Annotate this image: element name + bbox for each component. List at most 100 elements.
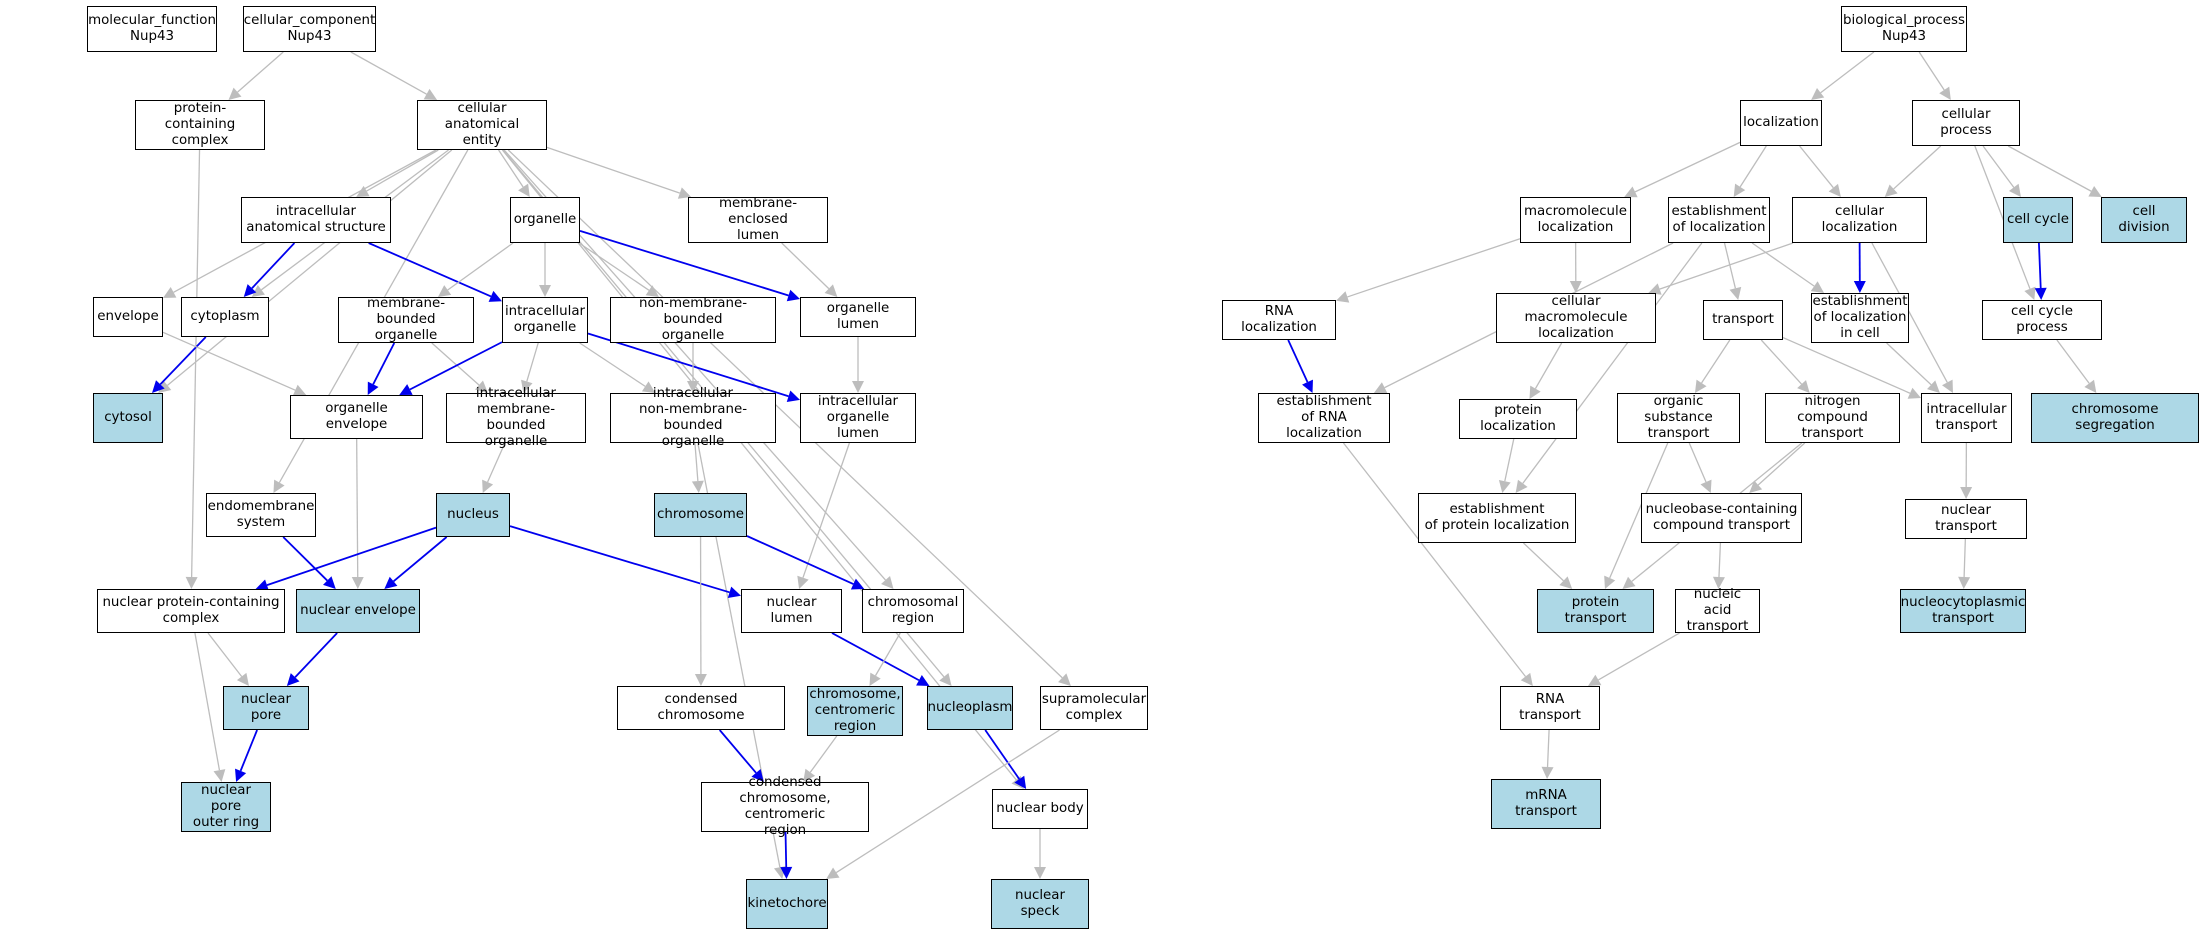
arrowhead-oe-to-ne (351, 576, 364, 589)
arrowhead-env-to-oe (292, 384, 307, 396)
arrowhead-mbo-to-imbo (474, 380, 488, 393)
edge-ne-to-np (294, 632, 338, 678)
node-cellular-macromolecule-localization[interactable]: cellular macromolecule localization (1496, 293, 1656, 343)
node-cell-cycle[interactable]: cell cycle (2003, 197, 2073, 243)
node-cellular-process[interactable]: cellular process (1912, 100, 2020, 146)
arrowhead-cae-to-env (163, 287, 177, 299)
arrowhead-cae-to-smc (1058, 673, 1071, 686)
node-nucleus[interactable]: nucleus (436, 493, 510, 537)
node-supramolecular-complex[interactable]: supramolecular complex (1040, 686, 1148, 730)
node-intracellular-membrane-bounded-organelle[interactable]: intracellular membrane-bounded organelle (446, 386, 586, 449)
node-molecular-function[interactable]: molecular_function Nup43 (87, 6, 217, 52)
edge-npcc-to-npor (194, 632, 221, 771)
arrowhead-epl-to-pt (1559, 576, 1573, 589)
node-protein-localization[interactable]: protein localization (1459, 399, 1577, 439)
edge-ias-to-cyto (251, 242, 296, 289)
edge-eol-to-epl (1522, 242, 1703, 484)
node-nucleocytoplasmic-transport[interactable]: nucleocytoplasmic transport (1900, 589, 2026, 633)
node-macromolecule-localization[interactable]: macromolecule localization (1520, 197, 1631, 243)
node-cytoplasm[interactable]: cytoplasm (181, 297, 269, 337)
edge-cc-to-pcc (237, 51, 284, 93)
arrowhead-io-to-iol (786, 390, 800, 402)
node-organelle[interactable]: organelle (510, 197, 580, 243)
arrowhead-org-to-nmbo (645, 285, 659, 297)
node-intracellular-organelle-lumen[interactable]: intracellular organelle lumen (800, 393, 916, 443)
node-establishment-of-localization-in-cell[interactable]: establishment of localization in cell (1811, 293, 1909, 343)
node-rna-transport[interactable]: RNA transport (1500, 686, 1600, 730)
edge-nucleoplasm-to-nb (984, 729, 1021, 780)
node-establishment-of-localization[interactable]: establishment of localization (1668, 197, 1770, 243)
node-establishment-of-protein-localization[interactable]: establishment of protein localization (1418, 493, 1576, 543)
arrowhead-cyto-to-cytosol (152, 380, 165, 393)
node-endomembrane-system[interactable]: endomembrane system (206, 493, 316, 537)
node-non-membrane-bounded-organelle[interactable]: non-membrane-bounded organelle (610, 296, 776, 343)
arrowhead-eol-to-tr (1729, 286, 1742, 300)
arrowhead-loc-to-ml (1624, 186, 1638, 198)
edge-cae-to-mel (546, 146, 681, 194)
edge-bp-to-loc (1820, 51, 1875, 94)
node-intracellular-transport[interactable]: intracellular transport (1921, 393, 2012, 443)
arrowhead-nucleus-to-npcc (255, 579, 269, 591)
node-membrane-enclosed-lumen[interactable]: membrane-enclosed lumen (688, 196, 828, 243)
node-nitrogen-compound-transport[interactable]: nitrogen compound transport (1765, 393, 1900, 443)
node-protein-transport[interactable]: protein transport (1537, 589, 1654, 633)
node-intracellular-organelle[interactable]: intracellular organelle (502, 297, 588, 343)
node-chromosome-segregation[interactable]: chromosome segregation (2031, 393, 2199, 443)
node-cellular-anatomical-entity[interactable]: cellular anatomical entity (417, 100, 547, 150)
node-nuclear-protein-containing-complex[interactable]: nuclear protein-containing complex (97, 589, 285, 633)
node-protein-containing-complex[interactable]: protein-containing complex (135, 100, 265, 150)
node-chromosome-centromeric-region[interactable]: chromosome, centromeric region (807, 686, 903, 736)
node-intracellular-anatomical-structure[interactable]: intracellular anatomical structure (241, 197, 391, 243)
node-envelope[interactable]: envelope (93, 297, 163, 337)
node-nucleoplasm[interactable]: nucleoplasm (927, 686, 1013, 730)
edge-ccyc-to-ccp (2038, 242, 2042, 289)
node-nuclear-speck[interactable]: nuclear speck (991, 879, 1089, 929)
node-cytosol[interactable]: cytosol (93, 393, 163, 443)
node-organic-substance-transport[interactable]: organic substance transport (1617, 393, 1740, 443)
arrowhead-cccr-to-kin (780, 866, 793, 879)
arrowhead-cc-to-cae (423, 88, 438, 100)
node-chromosomal-region[interactable]: chromosomal region (862, 589, 964, 633)
arrowhead-cl-to-cml (1648, 283, 1662, 295)
node-chromosome[interactable]: chromosome (654, 493, 747, 537)
node-organelle-lumen[interactable]: organelle lumen (800, 297, 916, 337)
node-nucleic-acid-transport[interactable]: nucleic acid transport (1675, 587, 1760, 634)
node-localization[interactable]: localization (1740, 100, 1822, 146)
node-cell-cycle-process[interactable]: cell cycle process (1982, 300, 2102, 340)
arrowhead-tr-to-ost (1694, 379, 1707, 393)
node-nuclear-envelope[interactable]: nuclear envelope (296, 589, 420, 633)
arrowhead-ccyc-to-ccp (2034, 287, 2047, 300)
node-nucleobase-containing-compound-transport[interactable]: nucleobase-containing compound transport (1641, 493, 1802, 543)
node-establishment-of-rna-localization[interactable]: establishment of RNA localization (1258, 393, 1390, 443)
node-organelle-envelope[interactable]: organelle envelope (290, 395, 423, 439)
edge-tr-to-ost (1701, 339, 1731, 384)
arrowhead-cae-to-cytosol (158, 380, 172, 393)
node-cell-division[interactable]: cell division (2101, 197, 2187, 243)
edge-cp-to-cl (1893, 145, 1942, 190)
node-biological-process[interactable]: biological_process Nup43 (1841, 6, 1967, 52)
node-kinetochore[interactable]: kinetochore (746, 879, 828, 929)
node-cellular-component[interactable]: cellular_component Nup43 (243, 6, 376, 52)
node-membrane-bounded-organelle[interactable]: membrane-bounded organelle (338, 296, 474, 343)
edge-nat-to-rnat (1598, 632, 1680, 681)
edge-cc2-to-cccr (718, 729, 757, 774)
node-mrna-transport[interactable]: mRNA transport (1491, 779, 1601, 829)
arrowhead-nucleoplasm-to-nb (1014, 775, 1027, 789)
arrowhead-ol-to-iol (852, 381, 864, 393)
node-nuclear-transport[interactable]: nuclear transport (1905, 499, 2027, 539)
edge-cyto-to-cytosol (159, 336, 207, 385)
node-nuclear-pore-outer-ring[interactable]: nuclear pore outer ring (181, 782, 271, 832)
arrowhead-nt-to-nct2 (1958, 576, 1971, 589)
node-intracellular-non-membrane-bounded-organelle[interactable]: intracellular non-membrane-bounded organ… (610, 386, 776, 449)
node-condensed-chromosome-centromeric-region[interactable]: condensed chromosome, centromeric region (701, 775, 869, 838)
node-nuclear-pore[interactable]: nuclear pore (223, 686, 309, 730)
node-condensed-chromosome[interactable]: condensed chromosome (617, 686, 785, 730)
edge-erl-to-rnat (1342, 442, 1526, 677)
node-cellular-localization[interactable]: cellular localization (1792, 197, 1927, 243)
arrowhead-cae-to-mel (677, 187, 692, 199)
node-nuclear-body[interactable]: nuclear body (992, 789, 1088, 829)
node-transport[interactable]: transport (1703, 300, 1783, 340)
arrowhead-nl-to-nucleoplasm (916, 674, 930, 686)
node-nuclear-lumen[interactable]: nuclear lumen (741, 589, 842, 633)
node-rna-localization[interactable]: RNA localization (1222, 300, 1336, 340)
